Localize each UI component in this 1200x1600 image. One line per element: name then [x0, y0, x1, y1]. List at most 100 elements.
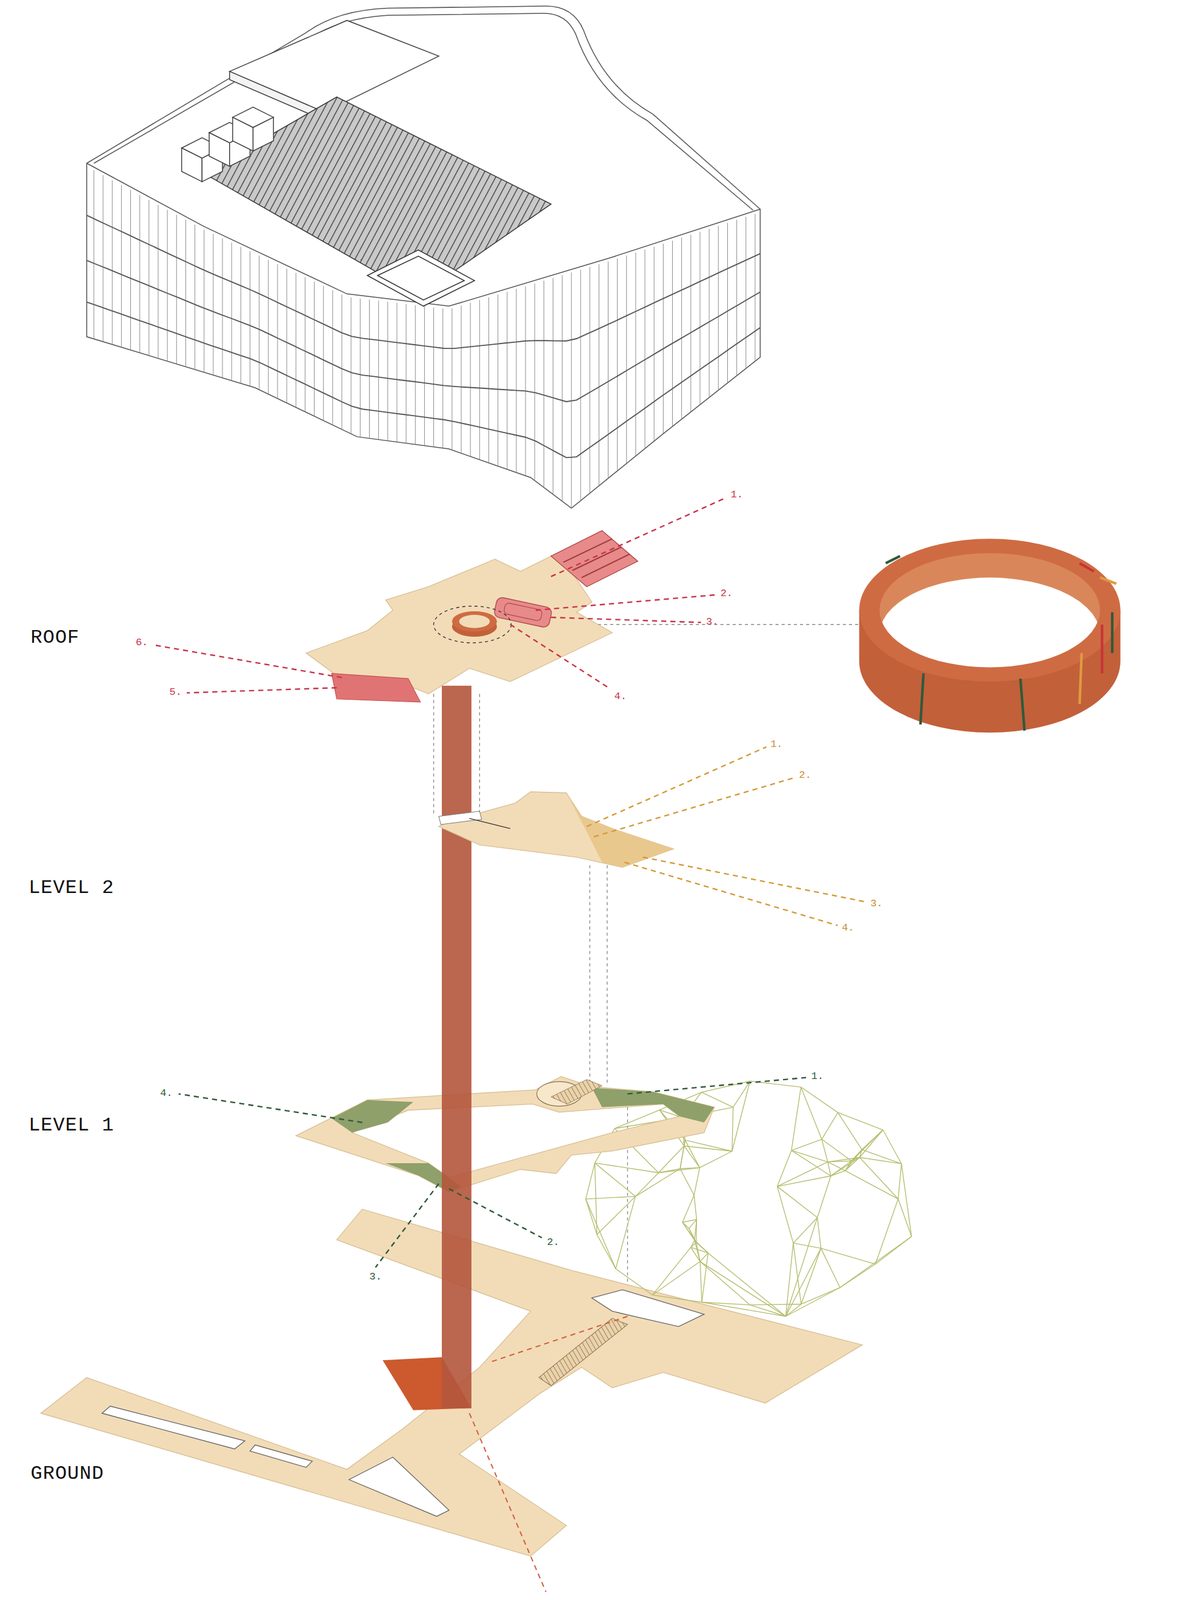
level-label: GROUND	[30, 1463, 105, 1485]
facade-mullion	[112, 180, 113, 345]
facade-mullion	[424, 306, 425, 446]
facade-mullion	[580, 269, 582, 501]
mesh-edge	[830, 1158, 860, 1177]
mesh-edge	[585, 1199, 597, 1236]
facade-mullion	[745, 216, 747, 369]
facade-mullion	[332, 290, 333, 425]
mesh-edge	[684, 1146, 700, 1168]
callout-number: 5.	[169, 687, 182, 699]
mesh-edge	[883, 1130, 902, 1165]
mesh-edge	[817, 1218, 822, 1250]
facade-mullion	[561, 275, 563, 502]
callout-number: 4.	[614, 691, 627, 704]
callout-number: 2.	[798, 770, 811, 782]
mesh-edge	[695, 1220, 697, 1244]
facade-mullion	[570, 272, 572, 509]
level-label: ROOF	[30, 627, 80, 649]
facade-mullion	[461, 305, 462, 454]
mesh-edge	[791, 1150, 828, 1163]
leader-lines	[153, 498, 867, 1268]
callout-number: 3.	[870, 898, 883, 911]
facade-mullion	[488, 297, 490, 464]
mesh-edge	[821, 1248, 840, 1288]
mesh-edge	[732, 1081, 751, 1153]
mesh-edge	[658, 1167, 700, 1173]
building-axonometric	[86, 6, 760, 509]
facade-mullion	[194, 224, 196, 370]
mesh-edge	[684, 1140, 732, 1152]
facade-mullion	[506, 292, 508, 470]
facade-mullion	[644, 249, 646, 449]
level-label: LEVEL 1	[28, 1115, 114, 1137]
facade-mullion	[276, 264, 278, 399]
facade-mullion	[139, 195, 140, 354]
callout-number: 1.	[770, 739, 783, 751]
facade-mullion	[295, 272, 297, 408]
facade-mullion	[313, 281, 315, 417]
callout-number: 3.	[369, 1272, 382, 1284]
callout-number: 2.	[720, 588, 733, 600]
mesh-edge	[859, 1158, 899, 1200]
mesh-edge	[635, 1169, 680, 1197]
facade-mullion	[598, 264, 600, 487]
facade-mullion	[406, 304, 407, 444]
facade-mullion	[700, 232, 701, 405]
mesh-edge	[690, 1240, 695, 1248]
column	[441, 686, 472, 1409]
mesh-edge	[840, 1264, 876, 1289]
mesh-edge	[776, 1162, 828, 1187]
facade-mullion	[304, 277, 306, 413]
mesh-edge	[861, 1150, 902, 1165]
mesh-edge	[801, 1087, 839, 1113]
facade-mullion	[736, 220, 737, 376]
facade-mullion	[525, 286, 527, 476]
mesh-edge	[652, 1295, 702, 1304]
mesh-edge	[699, 1151, 732, 1168]
mesh-edge	[652, 1247, 691, 1296]
facade-band	[86, 302, 760, 459]
facade-mullion	[212, 233, 214, 376]
mesh-edge	[680, 1167, 700, 1170]
mesh-edge	[689, 1229, 697, 1244]
level-1-plate	[295, 1076, 714, 1193]
mesh-edge	[585, 1199, 616, 1270]
projection-lines	[433, 624, 860, 1317]
callout-number: 1.	[730, 489, 744, 502]
facade-mullion	[515, 289, 517, 473]
ring-detail	[859, 538, 1121, 733]
facade-mullion	[341, 294, 343, 430]
mesh-edge	[898, 1164, 902, 1200]
mesh-edge	[733, 1081, 751, 1108]
mesh-edge	[615, 1269, 653, 1296]
callout-number: 2.	[546, 1237, 559, 1250]
facade-mullion	[690, 234, 691, 412]
facade-mullion	[286, 268, 288, 404]
facade-mullion	[185, 220, 187, 368]
facade-mullion	[616, 258, 618, 472]
mesh-edge	[682, 1195, 694, 1224]
mesh-edge	[845, 1170, 899, 1200]
facade-mullion	[718, 226, 719, 391]
mesh-edge	[594, 1163, 659, 1174]
mesh-edge	[684, 1140, 700, 1168]
mesh-edge	[817, 1176, 831, 1219]
mesh-edge	[700, 1261, 702, 1303]
mesh-edge	[596, 1235, 616, 1270]
mesh-edge	[750, 1305, 787, 1317]
mesh-edge	[898, 1199, 912, 1237]
facade-mullion	[387, 301, 388, 441]
mesh-edge	[801, 1087, 822, 1140]
facade-mullion	[378, 300, 379, 440]
mesh-edge	[690, 1247, 708, 1254]
facade-mullion	[479, 300, 480, 460]
facade-mullion	[663, 243, 664, 434]
mesh-edge	[827, 1162, 846, 1171]
mesh-edge	[700, 1261, 750, 1306]
facade-mullion	[470, 303, 471, 457]
mesh-edge	[827, 1161, 852, 1163]
mesh-edge	[801, 1248, 822, 1305]
facade-mullion	[543, 280, 545, 488]
facade-mullion	[360, 298, 361, 438]
mesh-edge	[785, 1248, 821, 1317]
